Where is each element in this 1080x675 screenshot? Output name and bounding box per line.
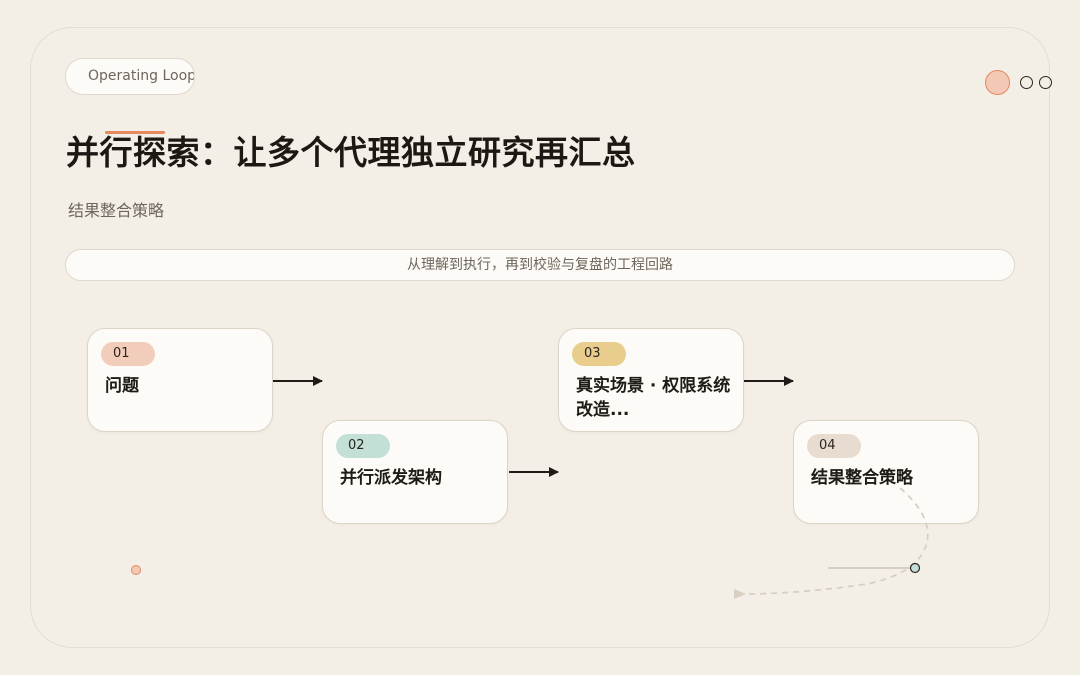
decorative-circle-small-2 — [1039, 76, 1052, 89]
step-label: 真实场景 · 权限系统改造... — [576, 376, 731, 420]
step-number-badge: 03 — [572, 342, 626, 366]
page-subtitle: 结果整合策略 — [68, 201, 165, 220]
step-label: 问题 — [105, 376, 139, 396]
step-number-badge: 04 — [807, 434, 861, 458]
step-card-1: 01 问题 — [87, 328, 273, 432]
decorative-dot — [131, 565, 141, 575]
feedback-loop-curve — [733, 487, 929, 600]
section-tag: Operating Loop — [65, 58, 195, 95]
step-number-badge: 02 — [336, 434, 390, 458]
decorative-circle-small-1 — [1020, 76, 1033, 89]
decorative-circle-large — [985, 70, 1010, 95]
step-card-4: 04 结果整合策略 — [793, 420, 979, 524]
feedback-loop-node — [909, 562, 921, 574]
page-title: 并行探索：让多个代理独立研究再汇总 — [66, 133, 636, 172]
step-number-badge: 01 — [101, 342, 155, 366]
step-label: 结果整合策略 — [811, 468, 913, 488]
banner: 从理解到执行，再到校验与复盘的工程回路 — [65, 249, 1015, 281]
title-accent-line — [105, 131, 165, 134]
step-card-3: 03 真实场景 · 权限系统改造... — [558, 328, 744, 432]
step-card-2: 02 并行派发架构 — [322, 420, 508, 524]
step-label: 并行派发架构 — [340, 468, 442, 488]
